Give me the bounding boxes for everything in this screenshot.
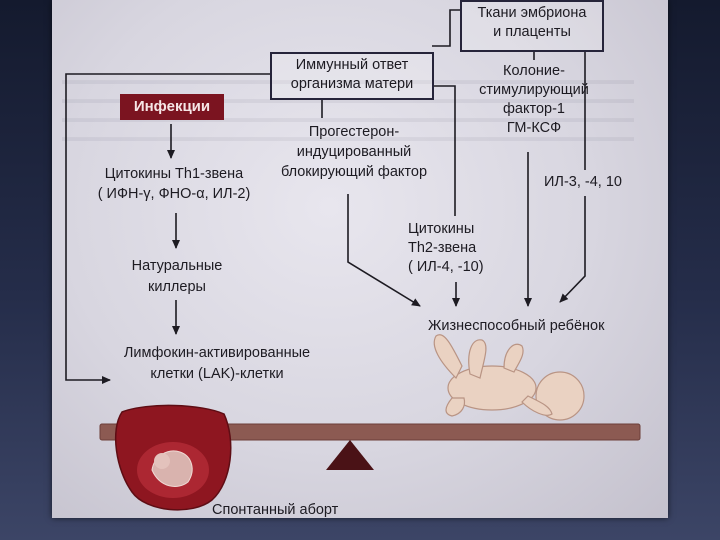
progesterone-to-child-arrow	[347, 194, 421, 307]
baby-illustration	[433, 334, 585, 421]
maternal-immune-box: Иммунный ответ организма матери	[270, 52, 434, 100]
balance-illustration	[99, 334, 641, 511]
balance-fulcrum	[326, 440, 374, 470]
immune-to-lak-arrow	[65, 73, 270, 384]
immune-to-th2-line	[432, 85, 456, 216]
progesterone-factor-label: Прогестерон- индуцированный блокирующий …	[280, 124, 428, 180]
infections-box: Инфекции	[120, 94, 224, 120]
uterus-illustration	[114, 404, 232, 511]
il-3-4-10-label: ИЛ-3, -4, 10	[544, 174, 622, 190]
diagram-photo: ▬▬▬▬▬▬▬▬▬▬▬▬▬▬▬▬▬▬▬▬▬▬▬▬▬▬▬▬▬▬▬▬▬▬▬▬▬▬▬▬…	[52, 0, 668, 518]
viable-child-label: Жизнеспособный ребёнок	[428, 318, 605, 334]
natural-killers-label: Натуральные киллеры	[131, 258, 223, 295]
embryo-tissues-box: Ткани эмбриона и плаценты	[460, 0, 604, 52]
th2-cytokines-label: Цитокины Th2-звена ( ИЛ-4, -10)	[408, 221, 484, 275]
balance-beam	[99, 423, 641, 441]
embryo-to-immune-line	[432, 9, 460, 47]
connector-lines	[65, 9, 586, 384]
colony-factor-label: Колоние- стимулирующий фактор-1 ГМ-КСФ	[479, 63, 589, 136]
il-to-child-arrow	[559, 196, 586, 303]
th1-cytokines-label: Цитокины Th1-звена ( ИФН-γ, ФНО-α, ИЛ-2)	[97, 166, 251, 202]
lak-cells-label: Лимфокин-активированные клетки (LAK)-кле…	[123, 345, 311, 382]
spontaneous-abortion-label: Спонтанный аборт	[212, 502, 339, 518]
